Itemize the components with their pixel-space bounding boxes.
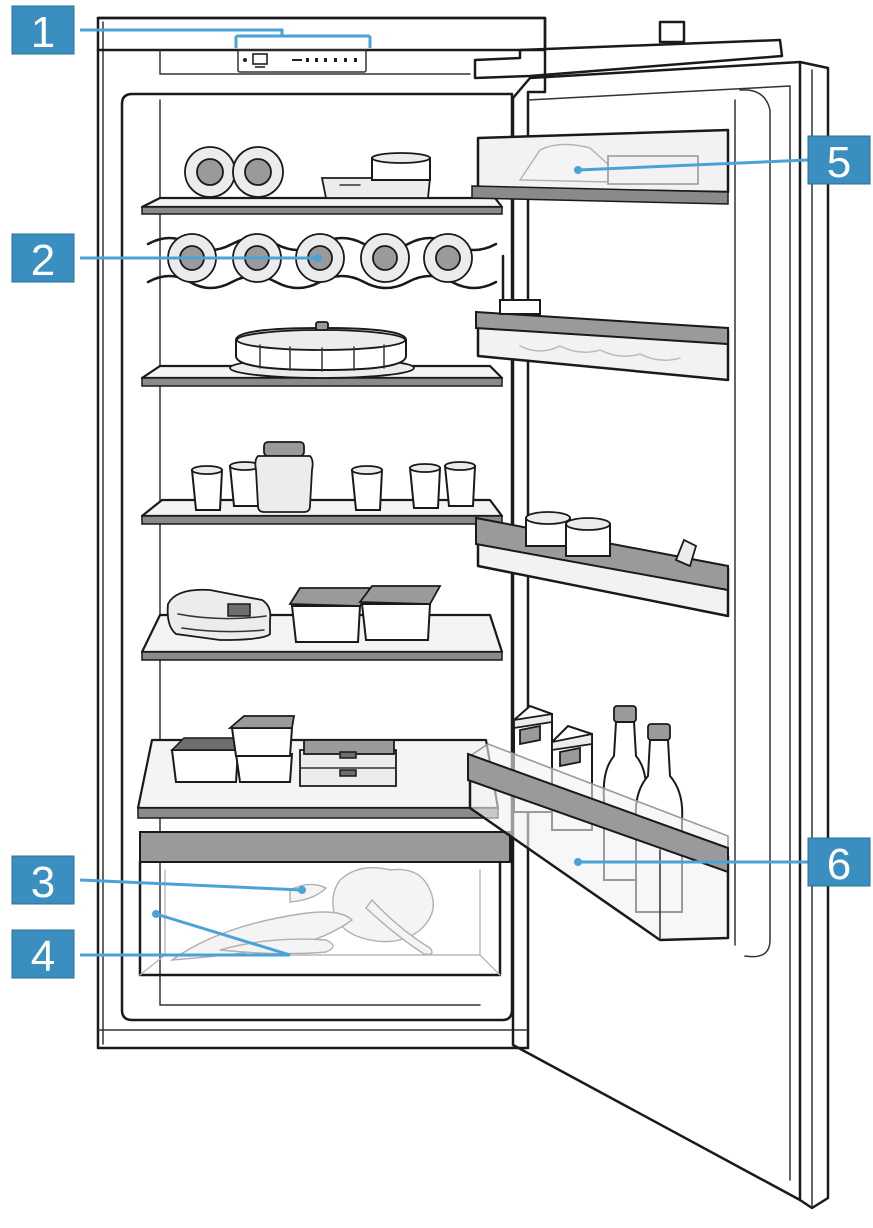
callout-1-label: 1: [31, 8, 55, 57]
wine-rack: [146, 233, 505, 307]
callout-2-label: 2: [31, 236, 55, 285]
callout-6: 6: [807, 837, 871, 889]
vegetables-icon: [169, 866, 434, 961]
callout-3: 3: [11, 855, 75, 907]
door-compartment-top: [471, 128, 730, 205]
cake-dome-icon: [229, 321, 415, 379]
callout-3-label: 3: [31, 858, 55, 907]
door-shelf-eggs: [475, 299, 730, 382]
yogurt-cup-icon: [190, 461, 477, 511]
door-bottle-shelf: [467, 704, 730, 942]
control-panel-icon: [252, 53, 268, 68]
vegetable-drawer: [138, 831, 511, 977]
callout-4-label: 4: [31, 932, 55, 981]
shelf-dairy: [140, 498, 504, 525]
leader-line-4: [80, 912, 291, 957]
jar-icon: [254, 441, 314, 513]
callout-1: 1: [11, 5, 75, 57]
leader-line-5: [577, 158, 809, 172]
callout-5: 5: [807, 135, 871, 187]
top-shelf: [140, 196, 504, 215]
callout-5-label: 5: [827, 138, 851, 187]
leader-line-1: [80, 28, 284, 36]
butter-dish: [320, 152, 431, 199]
fridge-cabinet: [96, 16, 547, 1050]
food-container-icon: [288, 585, 442, 643]
leader-line-3: [79, 878, 303, 892]
control-panel: [237, 49, 367, 73]
stacked-containers: [170, 715, 397, 787]
fridge-door: [473, 20, 830, 1210]
stacked-bottles: [184, 146, 284, 198]
leader-lines: [79, 28, 809, 957]
door-shelf-dairy: [475, 511, 730, 618]
food-bag: [166, 588, 272, 641]
callout-4: 4: [11, 929, 75, 981]
callout-6-label: 6: [827, 840, 851, 889]
callout-2: 2: [11, 233, 75, 285]
